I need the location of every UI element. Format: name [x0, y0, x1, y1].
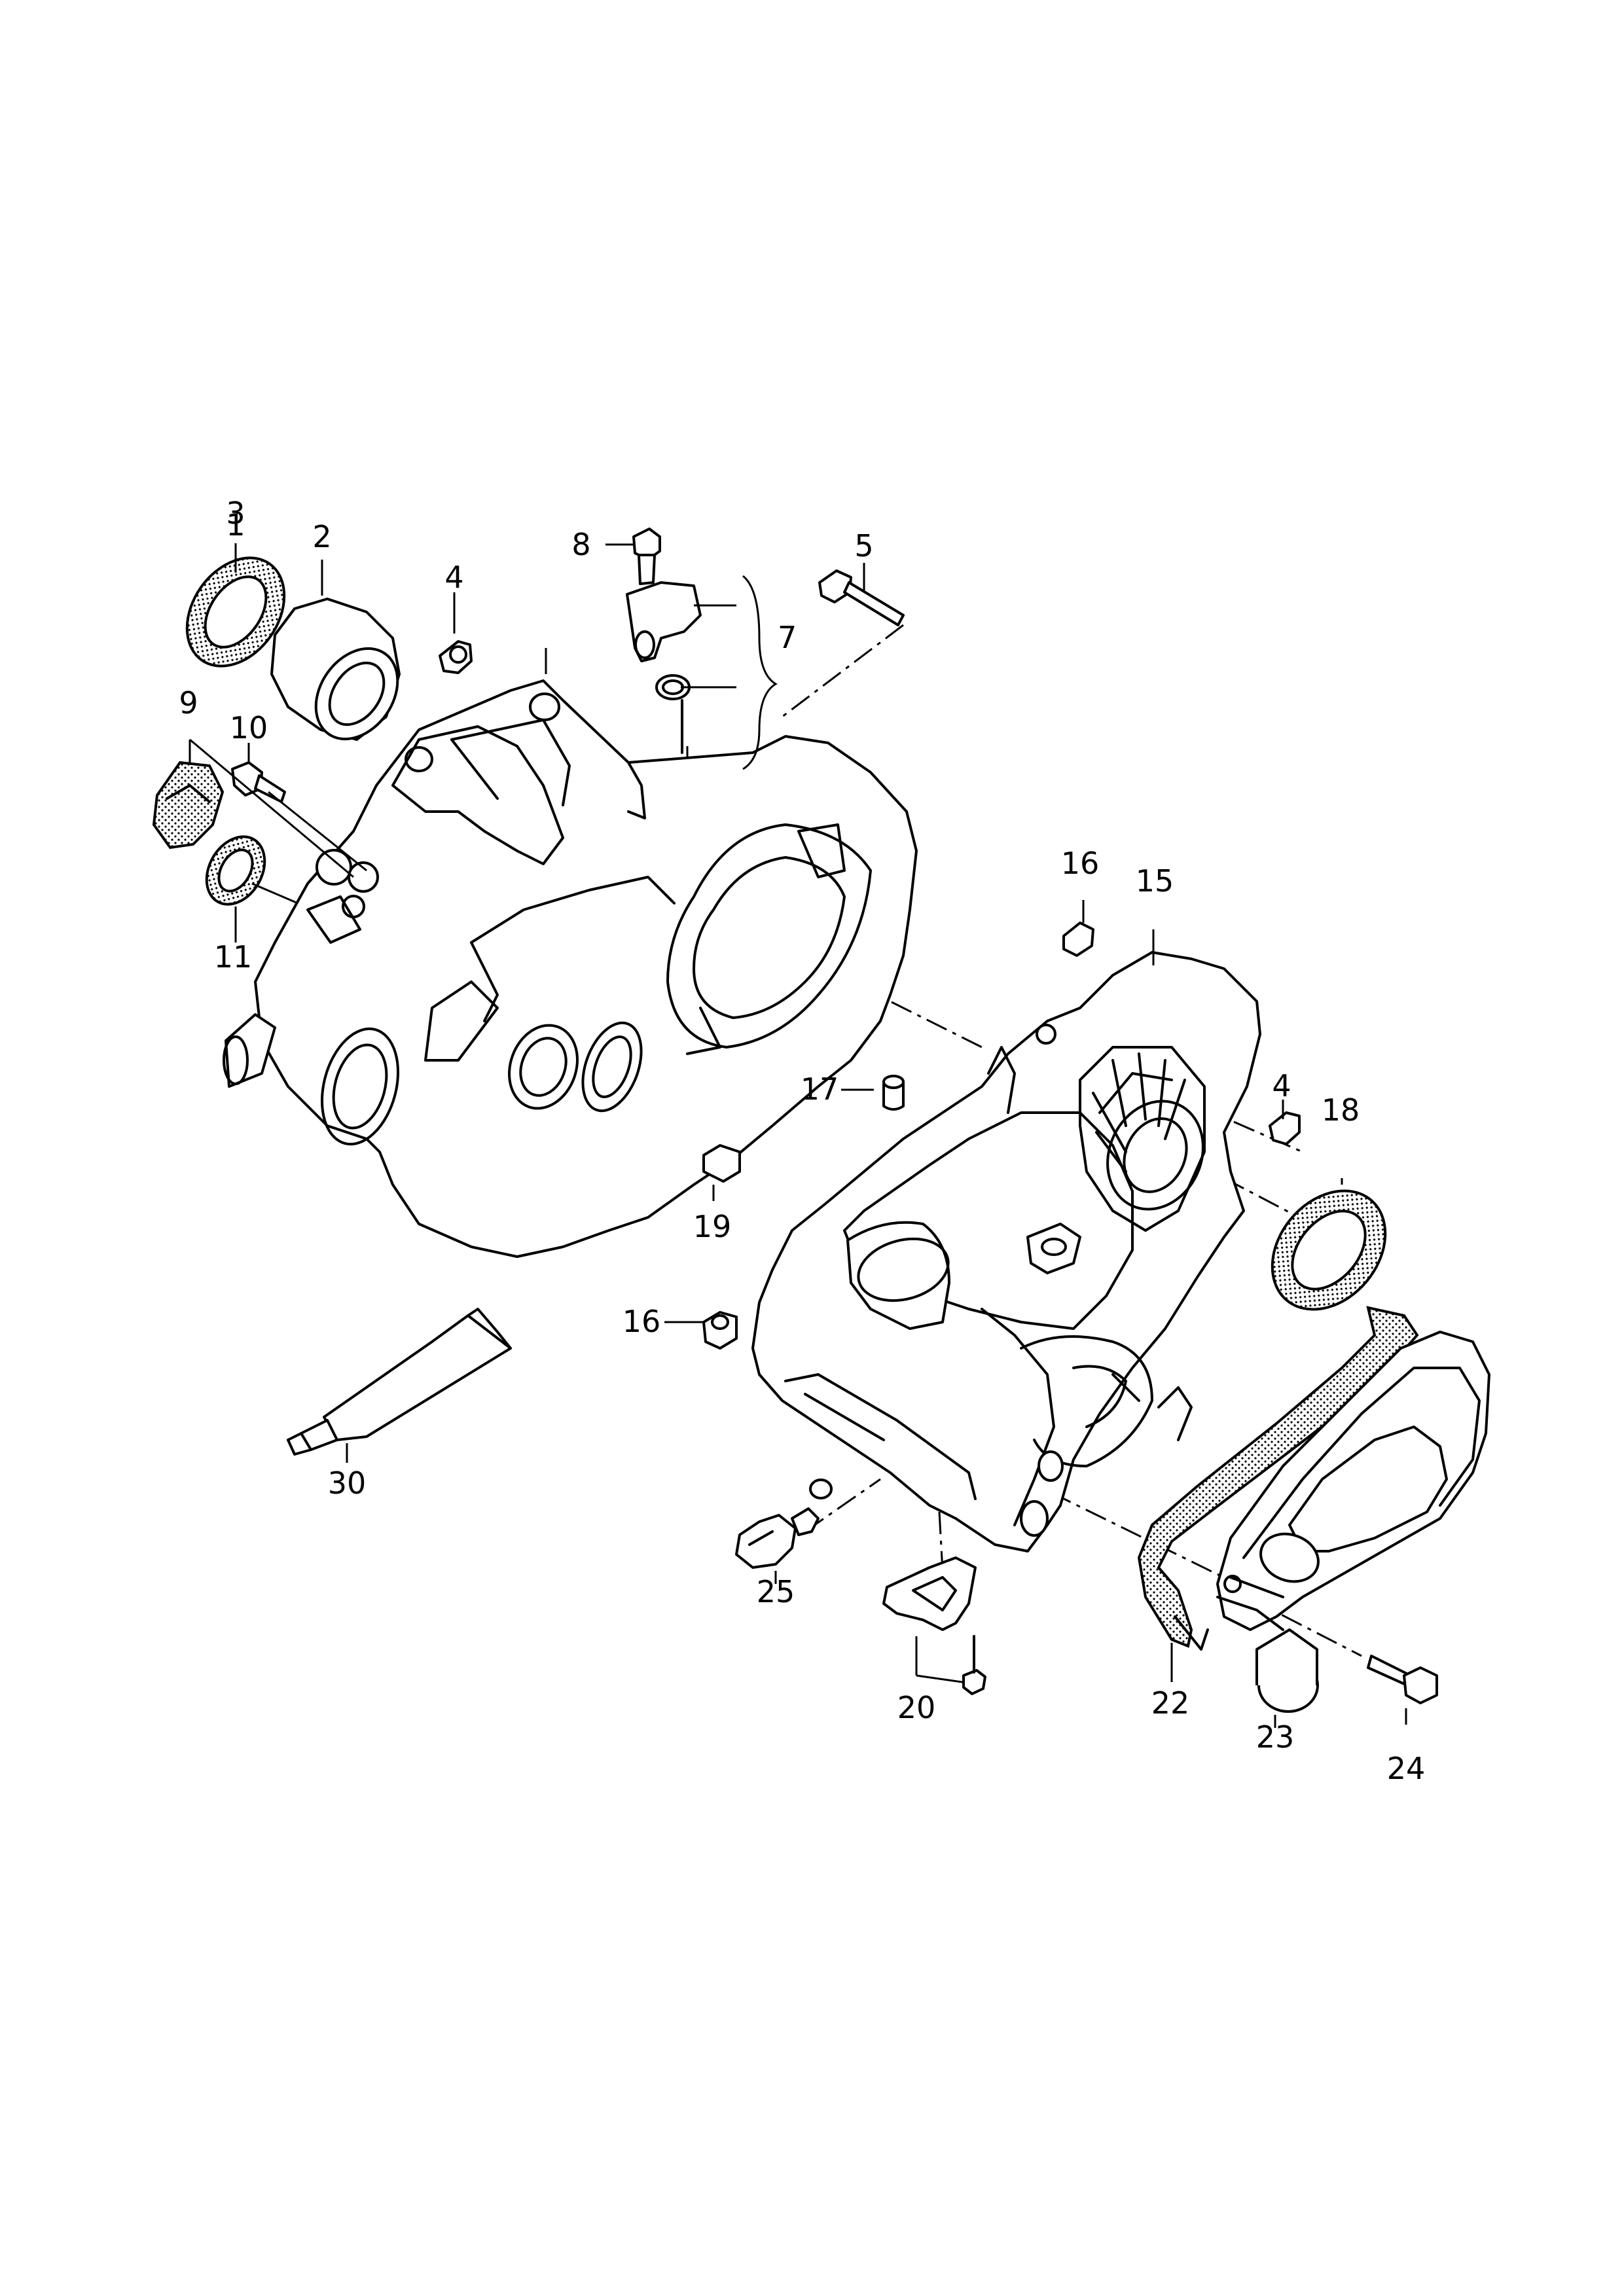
- callout-label: 4: [444, 560, 463, 595]
- callout-labels: 1 2 3 4 4 5 7 8 9 10 11 15 16 16 17 18 1…: [179, 495, 1425, 1786]
- callout-label: 3: [226, 495, 245, 531]
- leader-lines: [189, 543, 1407, 1728]
- callout-label: 16: [1061, 846, 1100, 881]
- gearbox-housing: [751, 951, 1261, 1552]
- callout-label: 5: [854, 528, 873, 564]
- callout-label: 17: [801, 1071, 839, 1107]
- callout-label: 8: [571, 527, 590, 562]
- callout-label: 25: [757, 1574, 795, 1609]
- callout-label: 11: [214, 939, 253, 975]
- callout-label: 20: [897, 1690, 936, 1725]
- callout-label: 22: [1151, 1685, 1190, 1721]
- callout-label: 23: [1256, 1719, 1295, 1755]
- callout-label: 4: [1272, 1068, 1291, 1103]
- callout-label: 24: [1387, 1751, 1426, 1786]
- callout-label: 9: [179, 685, 198, 721]
- callout-label: 7: [778, 620, 797, 655]
- callout-label: 18: [1322, 1092, 1360, 1128]
- callout-label: 15: [1136, 863, 1174, 899]
- callout-label: 16: [623, 1304, 661, 1339]
- cover: [1216, 1331, 1490, 1713]
- callout-label: 30: [328, 1465, 367, 1501]
- small-parts: [152, 528, 1438, 1704]
- callout-label: 19: [693, 1209, 732, 1244]
- callout-label: 2: [312, 519, 331, 554]
- callout-label: 10: [230, 710, 268, 745]
- clutch-housing: [223, 679, 918, 1258]
- callout-label: 1: [226, 507, 245, 543]
